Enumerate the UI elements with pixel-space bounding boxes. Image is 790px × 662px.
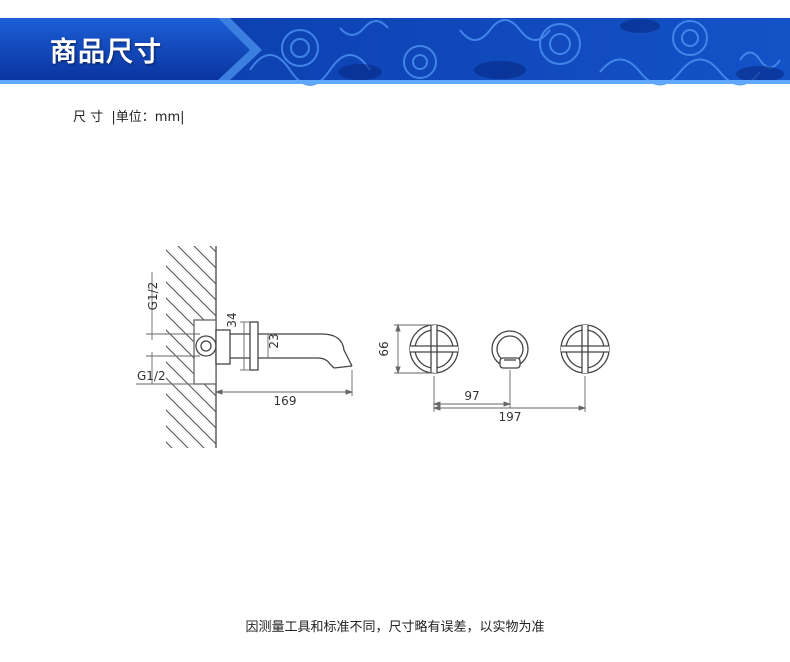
units-text: 单位：mm: [115, 110, 181, 125]
dim-label-197: 197: [499, 410, 522, 424]
page-title: 商品尺寸: [50, 37, 162, 68]
front-right-handle: [560, 324, 610, 374]
dim-g12-bottom: [136, 352, 214, 385]
dim-label-34: 34: [225, 312, 239, 327]
front-spout-outlet: [491, 330, 529, 369]
units-label: 尺 寸: [73, 110, 104, 125]
units-line: 尺 寸 |单位：mm|: [73, 106, 185, 125]
faucet-side-view: [193, 319, 353, 385]
units-separator-left: |: [111, 110, 116, 125]
dim-label-g12-top: G1/2: [146, 282, 160, 311]
footer-note: 因测量工具和标准不同，尺寸略有误差，以实物为准: [245, 620, 545, 635]
dim-label-97: 97: [464, 389, 479, 403]
dim-97: [432, 370, 512, 412]
dim-g12-top: [146, 272, 200, 340]
header-banner: 商品尺寸: [0, 0, 790, 86]
dim-label-g12-bottom: G1/2: [137, 369, 166, 383]
front-left-handle: [409, 324, 459, 374]
dim-label-169: 169: [274, 394, 297, 408]
banner-pattern: [0, 18, 790, 86]
dim-66: [394, 323, 434, 375]
dim-label-23: 23: [267, 333, 281, 348]
dim-34: [240, 321, 250, 371]
dim-label-66: 66: [377, 341, 391, 356]
units-separator-right: |: [180, 110, 185, 125]
dim-169: [214, 370, 354, 396]
dim-197: [432, 376, 587, 412]
